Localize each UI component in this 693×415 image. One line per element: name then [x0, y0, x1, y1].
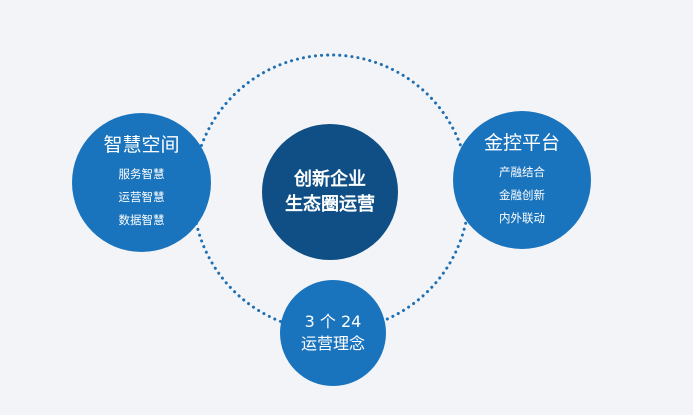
- financial-platform-item: 内外联动: [499, 210, 545, 225]
- bottom-line: 运营理念: [300, 334, 365, 353]
- financial-platform-title: 金控平台: [483, 131, 560, 154]
- center-line: 创新企业: [294, 169, 366, 190]
- financial-platform-circle: 金控平台 产融结合 金融创新 内外联动: [453, 111, 591, 249]
- center-line: 生态圈运营: [285, 194, 375, 215]
- smart-space-item: 数据智慧: [118, 213, 165, 227]
- smart-space-item: 运营智慧: [118, 190, 165, 204]
- center-ecosystem-circle: 创新企业 生态圈运营: [262, 124, 398, 260]
- operation-philosophy-circle: 3 个 24 运营理念: [280, 280, 386, 386]
- financial-platform-item: 产融结合: [499, 164, 545, 179]
- bottom-line: 3 个 24: [304, 312, 362, 331]
- financial-platform-item: 金融创新: [499, 187, 545, 202]
- smart-space-circle: 智慧空间 服务智慧 运营智慧 数据智慧: [72, 113, 211, 252]
- smart-space-item: 服务智慧: [118, 167, 165, 181]
- smart-space-title: 智慧空间: [103, 134, 180, 156]
